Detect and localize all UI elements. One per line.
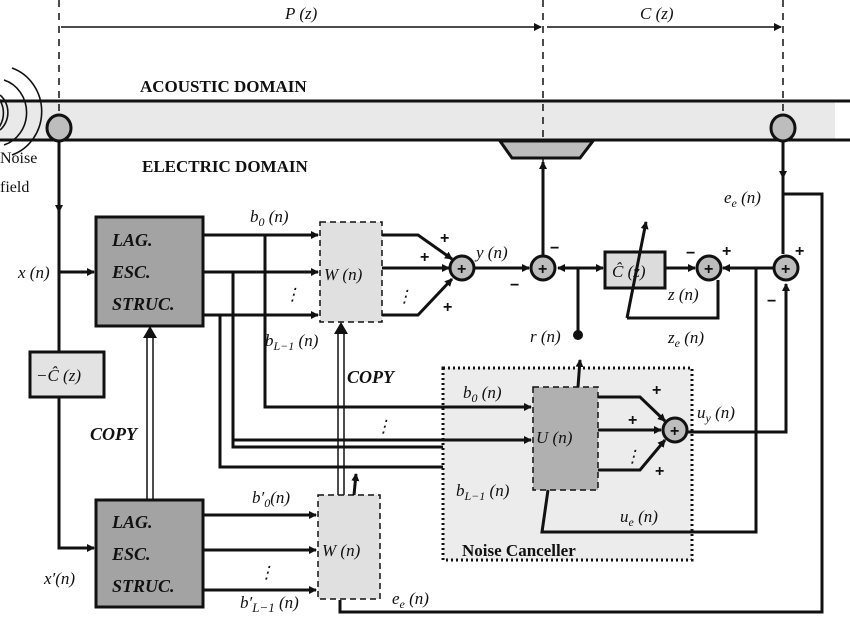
b0-upper-label: b0 (n) bbox=[250, 207, 289, 229]
bL-prime-label: b′L−1 (n) bbox=[240, 593, 299, 615]
summer-ze bbox=[695, 254, 723, 282]
summer-error bbox=[772, 254, 800, 282]
lag-upper-line3: STRUC. bbox=[112, 294, 175, 314]
sum-icon: + bbox=[781, 261, 790, 278]
minus-sign: − bbox=[550, 240, 559, 257]
plus-sign: + bbox=[652, 382, 661, 399]
z-label: z (n) bbox=[667, 285, 699, 304]
minus-sign: − bbox=[767, 293, 776, 310]
u-outputs bbox=[598, 395, 667, 472]
ue-label: ue (n) bbox=[620, 507, 658, 529]
sum-icon: + bbox=[704, 261, 713, 278]
lag-upper-outputs bbox=[203, 231, 319, 319]
lag-lower-outputs bbox=[203, 511, 317, 594]
plus-sign: + bbox=[722, 243, 731, 260]
error-microphone-icon bbox=[769, 113, 797, 143]
dashed-guides bbox=[58, 0, 784, 162]
copy-link-lag bbox=[146, 336, 154, 500]
u-label: U (n) bbox=[536, 428, 573, 447]
plus-sign: + bbox=[443, 299, 452, 316]
c-hat-adapt-arrow bbox=[625, 221, 649, 319]
acoustic-band bbox=[0, 101, 835, 140]
b0-nc-label: b0 (n) bbox=[463, 383, 502, 405]
vdots-4: ⋮ bbox=[624, 447, 641, 466]
x-label: x (n) bbox=[17, 263, 50, 282]
sum-icon: + bbox=[538, 261, 547, 278]
lag-upper-line1: LAG. bbox=[111, 230, 153, 250]
plus-sign: + bbox=[795, 243, 804, 260]
neg-c-hat-block bbox=[28, 350, 106, 399]
wire-filtered-reference bbox=[57, 397, 95, 552]
plus-sign: + bbox=[655, 463, 664, 480]
vdots-5: ⋮ bbox=[258, 563, 275, 582]
noise-field-label-2: field bbox=[0, 179, 29, 196]
bL-nc-label: bL−1 (n) bbox=[456, 481, 510, 503]
summer-u bbox=[661, 416, 689, 444]
minus-sign: − bbox=[686, 245, 695, 262]
b0-prime-label: b′0(n) bbox=[252, 488, 290, 510]
w-outputs bbox=[382, 233, 454, 317]
primary-path-label: P (z) bbox=[284, 4, 318, 23]
vdots-1: ⋮ bbox=[284, 285, 301, 304]
lag-structure-lower bbox=[94, 498, 205, 609]
ze-label: ze (n) bbox=[667, 328, 704, 350]
u-adapt-arrow bbox=[575, 359, 584, 388]
adaptive-filter-u bbox=[532, 386, 599, 491]
ue-wire bbox=[540, 268, 758, 534]
acoustic-domain-label: ACOUSTIC DOMAIN bbox=[140, 77, 307, 96]
x-prime-label: x′(n) bbox=[43, 569, 75, 588]
noise-field-label: Noise bbox=[0, 150, 37, 167]
vdots-3: ⋮ bbox=[375, 417, 392, 436]
uy-wire bbox=[687, 283, 790, 434]
reference-microphone-icon bbox=[45, 113, 73, 143]
lag-structure-upper bbox=[94, 215, 205, 328]
w-upper-label: W (n) bbox=[324, 265, 363, 284]
electric-domain-label: ELECTRIC DOMAIN bbox=[142, 157, 308, 176]
sum-icon: + bbox=[670, 423, 679, 440]
secondary-path-label: C (z) bbox=[640, 4, 674, 23]
ze-wire bbox=[627, 280, 720, 320]
loudspeaker-icon bbox=[497, 139, 597, 160]
y-label: y (n) bbox=[474, 243, 508, 262]
copy-label-w: COPY bbox=[347, 367, 396, 387]
ee-top-label: ee (n) bbox=[724, 188, 761, 210]
plus-sign: + bbox=[420, 249, 429, 266]
adaptive-filter-w-upper bbox=[319, 221, 383, 323]
lag-lower-line3: STRUC. bbox=[112, 576, 175, 596]
w-lower-adapt-arrow bbox=[351, 473, 360, 496]
sound-wave-icon bbox=[0, 67, 43, 156]
lag-lower-line1: LAG. bbox=[111, 512, 153, 532]
copy-link-w bbox=[337, 332, 345, 495]
lag-lower-line2: ESC. bbox=[111, 544, 151, 564]
sum-icon: + bbox=[457, 261, 466, 278]
ee-feedback-wire bbox=[338, 192, 824, 614]
neg-c-hat-label: −Ĉ (z) bbox=[36, 366, 81, 385]
r-node bbox=[573, 330, 583, 340]
copy-label-lag: COPY bbox=[90, 424, 139, 444]
plus-sign: + bbox=[628, 412, 637, 429]
vdots-2: ⋮ bbox=[396, 287, 413, 306]
uy-label: uy (n) bbox=[697, 403, 735, 425]
copy-arrow-w bbox=[334, 322, 348, 334]
copy-arrow-lag bbox=[143, 326, 157, 338]
plus-sign: + bbox=[440, 230, 449, 247]
ee-bottom-label: ee (n) bbox=[392, 589, 429, 611]
w-lower-label: W (n) bbox=[322, 541, 361, 560]
adaptive-filter-w-lower bbox=[317, 494, 381, 600]
minus-sign: − bbox=[510, 277, 519, 294]
lag-upper-line2: ESC. bbox=[111, 262, 151, 282]
c-hat-label: Ĉ (z) bbox=[612, 262, 646, 281]
r-label: r (n) bbox=[530, 327, 561, 346]
noise-canceller-label: Noise Canceller bbox=[462, 541, 576, 560]
bL-upper-label: bL−1 (n) bbox=[265, 331, 319, 353]
